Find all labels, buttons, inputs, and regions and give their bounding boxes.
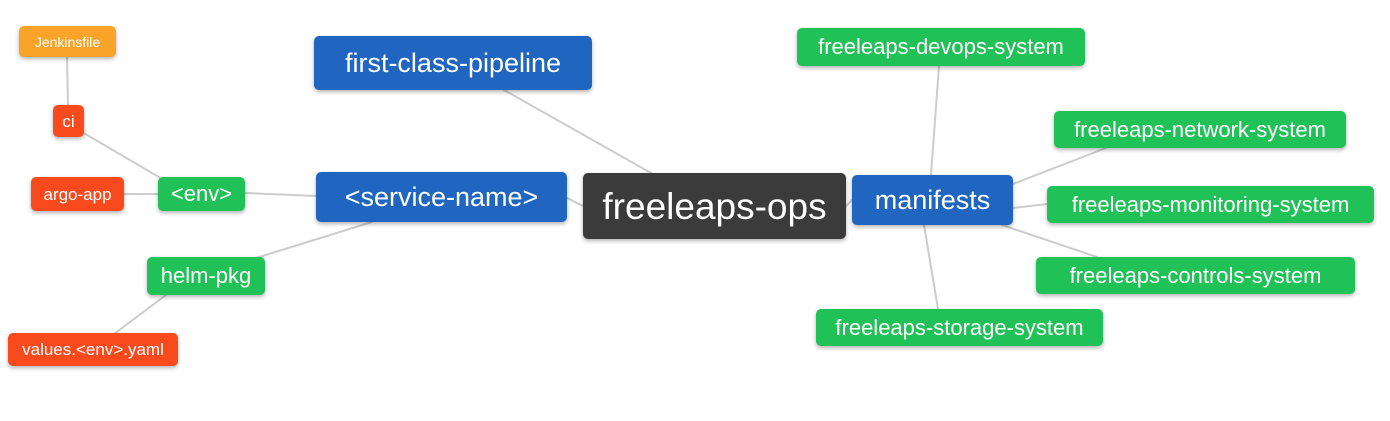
- node-helm-pkg[interactable]: helm-pkg: [147, 257, 265, 295]
- node-freeleaps-devops-system[interactable]: freeleaps-devops-system: [797, 28, 1085, 66]
- node-first-class-pipeline[interactable]: first-class-pipeline: [314, 36, 592, 90]
- node-values-env-yaml[interactable]: values.<env>.yaml: [8, 333, 178, 366]
- node-service-name[interactable]: <service-name>: [316, 172, 567, 222]
- node-freeleaps-controls-system[interactable]: freeleaps-controls-system: [1036, 257, 1355, 294]
- node-jenkinsfile[interactable]: Jenkinsfile: [19, 26, 116, 57]
- edge-jenkinsfile-ci: [66, 56, 69, 106]
- edge-service-name-freeleaps-ops: [566, 197, 584, 207]
- node-freeleaps-monitoring-system[interactable]: freeleaps-monitoring-system: [1047, 186, 1374, 223]
- node-manifests[interactable]: manifests: [852, 175, 1013, 225]
- edge-first-class-pipeline-freeleaps-ops: [503, 89, 652, 174]
- edge-env-service-name: [244, 192, 317, 197]
- node-argo-app[interactable]: argo-app: [31, 177, 124, 211]
- node-freeleaps-network-system[interactable]: freeleaps-network-system: [1054, 111, 1346, 148]
- edge-freeleaps-ops-manifests: [845, 199, 853, 207]
- edge-manifests-freeleaps-devops-system: [930, 65, 940, 176]
- edge-ci-env: [81, 131, 165, 181]
- edge-helm-pkg-values-env-yaml: [113, 294, 167, 335]
- node-freeleaps-ops[interactable]: freeleaps-ops: [583, 173, 846, 239]
- edge-manifests-freeleaps-network-system: [1012, 147, 1107, 185]
- node-ci[interactable]: ci: [53, 105, 84, 137]
- node-env[interactable]: <env>: [158, 177, 245, 211]
- node-freeleaps-storage-system[interactable]: freeleaps-storage-system: [816, 309, 1103, 346]
- edge-service-name-helm-pkg: [255, 221, 373, 259]
- edge-manifests-freeleaps-storage-system: [923, 224, 939, 310]
- edge-manifests-freeleaps-controls-system: [1001, 224, 1098, 258]
- edge-manifests-freeleaps-monitoring-system: [1012, 203, 1048, 209]
